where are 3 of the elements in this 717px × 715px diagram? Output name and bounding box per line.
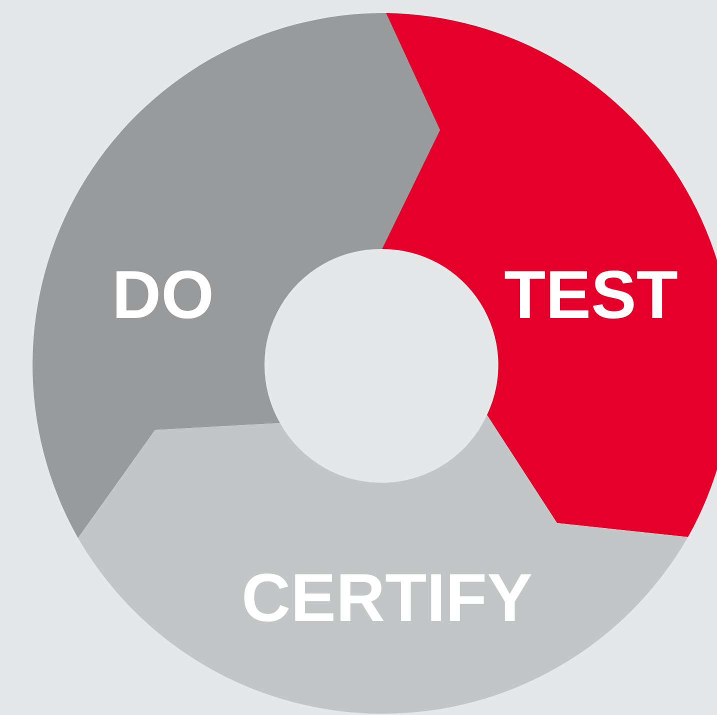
segment-label: DO [112,261,214,329]
segment-label: TEST [504,261,678,329]
segment-label: CERTIFY [242,564,532,632]
